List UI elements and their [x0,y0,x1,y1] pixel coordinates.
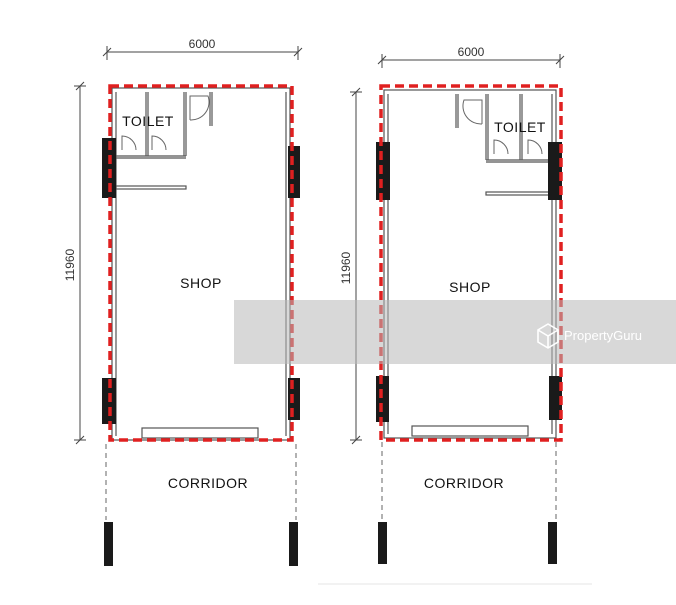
floor-plan-right: 6000 11960 [339,45,565,564]
width-dimension-label: 6000 [189,37,216,51]
column [548,522,557,564]
door-swings-right [462,99,543,155]
column [289,522,298,566]
height-dimension-left [74,81,86,445]
height-dimension-right [350,87,362,445]
propertyguru-logo-icon [537,323,559,349]
column [288,146,300,198]
width-dimension-left [102,46,303,60]
toilet-label: TOILET [494,119,546,135]
column [549,376,562,420]
unit-boundary [379,84,563,442]
watermark: PropertyGuru [234,300,676,364]
height-dimension-label: 11960 [63,248,77,281]
column [104,522,113,566]
unit-boundary [108,84,294,442]
walls-left [111,87,291,441]
column [378,522,387,564]
width-dimension-right [377,54,565,68]
watermark-band [234,300,676,364]
column [288,378,300,420]
corridor-label: CORRIDOR [424,475,504,491]
floor-plan-left: 6000 11960 [63,37,303,566]
column [376,142,390,200]
door-swings-left [121,95,210,151]
column [548,142,562,200]
width-dimension-label: 6000 [458,45,485,59]
height-dimension-label: 11960 [339,251,353,284]
corridor-left [105,444,297,520]
watermark-text: PropertyGuru [564,328,642,343]
shop-label: SHOP [449,279,491,295]
corridor-label: CORRIDOR [168,475,248,491]
toilet-label: TOILET [122,113,174,129]
shop-label: SHOP [180,275,222,291]
walls-right [383,89,557,439]
column [102,138,116,198]
corridor-right [381,442,557,520]
